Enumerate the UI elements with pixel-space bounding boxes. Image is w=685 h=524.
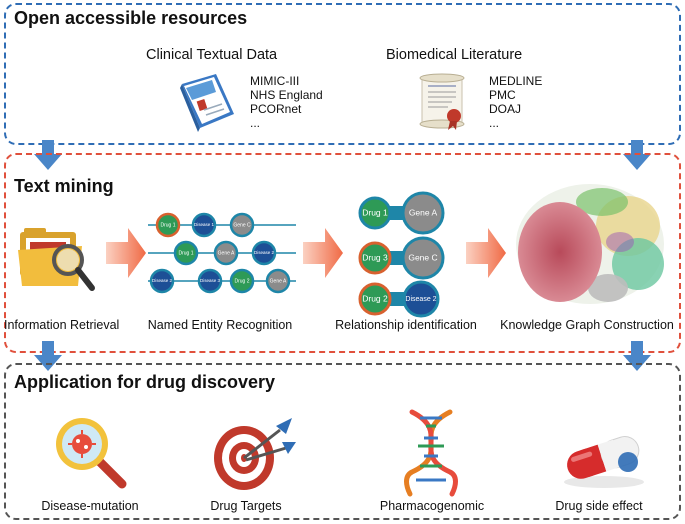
literature-item: MEDLINE — [489, 74, 543, 88]
app-label-pharmacogenomic: Pharmacogenomic — [379, 499, 485, 513]
literature-item: DOAJ — [489, 102, 522, 116]
svg-text:Drug 2: Drug 2 — [234, 278, 249, 284]
mining-title: Text mining — [14, 176, 114, 196]
svg-text:Drug 1: Drug 1 — [362, 207, 388, 217]
resources-title: Open accessible resources — [14, 8, 248, 28]
book-icon — [180, 74, 234, 132]
literature-item: PMC — [489, 88, 516, 102]
dna-helix-icon — [404, 409, 458, 497]
down-arrow-icon — [34, 140, 62, 170]
svg-text:Gene A: Gene A — [218, 250, 235, 256]
relation-pair: Drug 2 Disease 2 — [358, 280, 440, 318]
step-label-retrieval: Information Retrieval — [4, 318, 120, 332]
svg-text:Gene A: Gene A — [409, 207, 438, 217]
application-title: Application for drug discovery — [14, 372, 276, 392]
knowledge-graph-image — [516, 184, 664, 304]
svg-text:Drug 1: Drug 1 — [178, 250, 193, 256]
down-arrow-icon — [623, 341, 651, 371]
svg-text:Disease 3: Disease 3 — [200, 278, 221, 283]
ner-node-disease: Disease 2 — [149, 268, 175, 294]
step-label-knowledge-graph: Knowledge Graph Construction — [500, 318, 674, 332]
ner-node-gene: Gene A — [213, 240, 239, 266]
step-label-relationship: Relationship identification — [335, 318, 477, 332]
ner-node-gene: Gene C — [229, 212, 255, 238]
literature-item: ... — [489, 116, 500, 130]
right-arrow-icon — [106, 228, 146, 278]
ner-node-drug: Drug 2 — [229, 268, 255, 294]
svg-text:Gene C: Gene C — [233, 222, 251, 228]
ner-graphic: Drug 1 Disease 1 Gene C Drug 1 Gene A Di… — [148, 212, 296, 294]
ner-node-drug: Drug 1 — [173, 240, 199, 266]
capsule-pill-icon — [564, 436, 644, 488]
clinical-item: NHS England — [250, 88, 323, 102]
svg-text:Disease 2: Disease 2 — [405, 296, 436, 303]
ner-node-disease: Disease 3 — [197, 268, 223, 294]
ner-node-disease: Disease 1 — [191, 212, 217, 238]
svg-text:Drug 1: Drug 1 — [160, 222, 175, 228]
ner-node-disease: Disease 2 — [251, 240, 277, 266]
down-arrow-icon — [34, 341, 62, 371]
app-label-drug-targets: Drug Targets — [210, 499, 282, 513]
svg-text:Disease 1: Disease 1 — [194, 222, 215, 227]
folder-search-icon — [18, 228, 95, 291]
right-arrow-icon — [303, 228, 343, 278]
resources-panel — [4, 3, 681, 145]
ner-node-gene: Gene A — [265, 268, 291, 294]
svg-text:Drug 3: Drug 3 — [362, 252, 388, 262]
clinical-item: ... — [250, 116, 261, 130]
clinical-item: MIMIC-III — [250, 74, 300, 88]
app-label-drug-side-effect: Drug side effect — [555, 499, 643, 513]
clinical-heading: Clinical Textual Data — [146, 47, 278, 63]
mining-panel — [4, 153, 681, 353]
right-arrow-icon — [466, 228, 506, 278]
target-darts-icon — [214, 418, 296, 490]
app-label-disease-mutation: Disease-mutation — [41, 499, 139, 513]
literature-list: MEDLINE PMC DOAJ ... — [489, 74, 542, 130]
svg-text:Disease 2: Disease 2 — [254, 250, 275, 255]
step-label-ner: Named Entity Recognition — [147, 318, 293, 332]
scroll-icon — [419, 73, 465, 130]
down-arrow-icon — [623, 140, 651, 170]
svg-text:Gene A: Gene A — [270, 278, 287, 284]
svg-text:Drug 2: Drug 2 — [362, 293, 388, 303]
clinical-list: MIMIC-III NHS England PCORnet ... — [250, 74, 323, 130]
svg-text:Gene C: Gene C — [408, 252, 437, 262]
virus-magnifier-icon — [56, 418, 127, 489]
literature-heading: Biomedical Literature — [386, 47, 523, 63]
relation-pair: Drug 1 Gene A — [358, 191, 445, 235]
relation-pair: Drug 3 Gene C — [358, 236, 445, 280]
ner-node-drug: Drug 1 — [155, 212, 181, 238]
clinical-item: PCORnet — [250, 102, 302, 116]
application-panel — [4, 363, 681, 520]
svg-text:Disease 2: Disease 2 — [152, 278, 173, 283]
relation-graphic: Drug 1 Gene A Drug 3 Gene C Drug 2 Disea… — [358, 191, 445, 318]
